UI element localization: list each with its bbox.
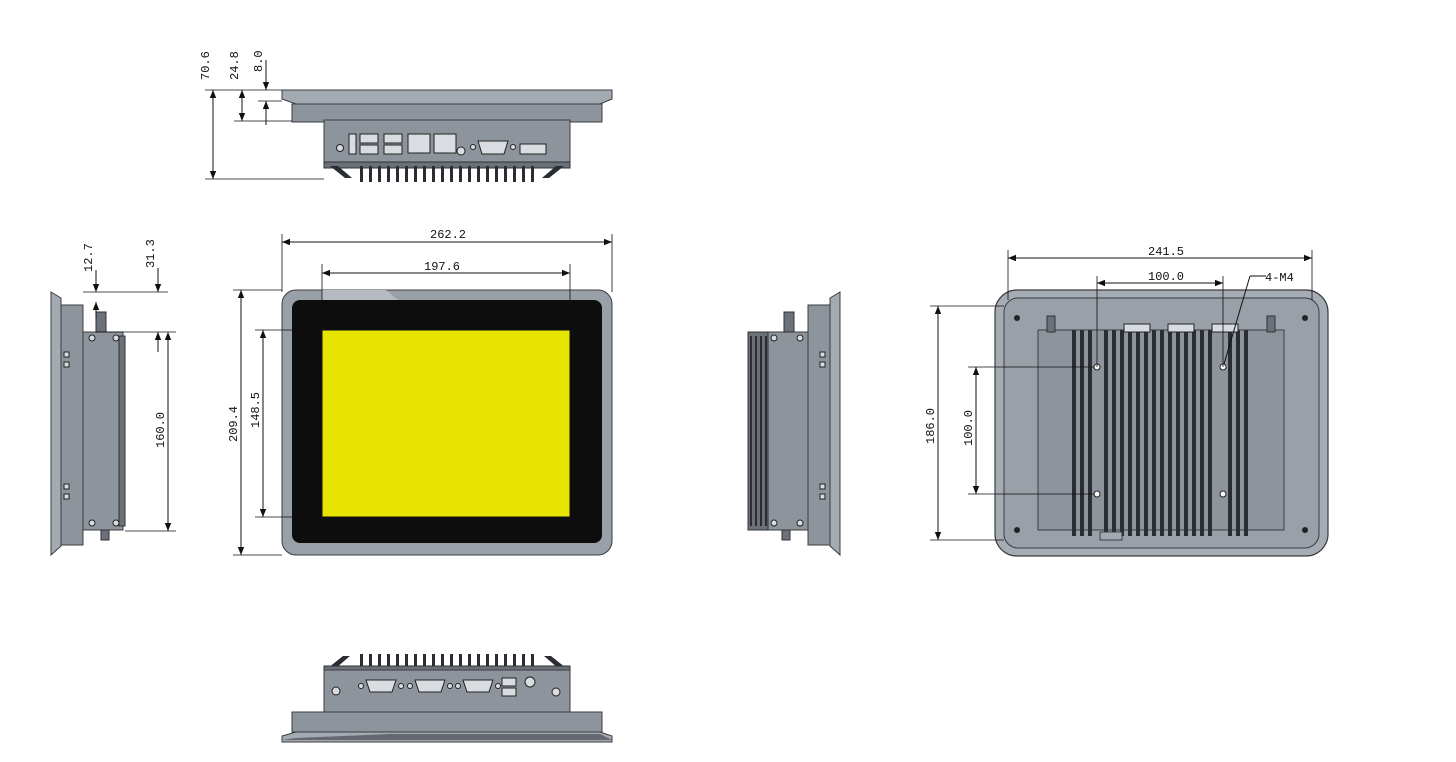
- mounting-hole-icon: [1302, 315, 1308, 321]
- dim-top-front: 8.0: [252, 50, 266, 72]
- left-side-view: 12.7 31.3 160.0: [50, 239, 176, 557]
- dim-left-top-offset: 12.7: [82, 243, 96, 272]
- right-side-fins: [750, 336, 767, 526]
- top-view: 70.6 24.8 8.0: [199, 50, 613, 182]
- rear-view: 241.5 100.0 4-M4 186.0 100.0: [924, 245, 1329, 557]
- dim-front-overall-width: 262.2: [430, 228, 466, 242]
- dim-rear-hole-spacing-y: 186.0: [924, 408, 938, 444]
- display-area: [321, 329, 571, 518]
- hdmi-port-icon: [348, 133, 357, 155]
- dim-rear-vesa-width: 100.0: [1148, 270, 1184, 284]
- screw-label: 4-M4: [1265, 271, 1294, 285]
- serial-port-icon: [414, 679, 446, 693]
- vesa-hole-icon: [1219, 490, 1227, 498]
- power-led-icon: [336, 144, 344, 152]
- dim-front-display-width: 197.6: [424, 260, 460, 274]
- lan-port-icon: [407, 133, 431, 154]
- usb-port-icon: [359, 133, 379, 144]
- top-io-ports: [336, 133, 547, 156]
- power-terminal-icon: [519, 143, 547, 155]
- bottom-heatsink-fins: [328, 654, 566, 668]
- mounting-hole-icon: [1014, 315, 1020, 321]
- serial-port-icon: [365, 679, 397, 693]
- dim-rear-hole-spacing-x: 241.5: [1148, 245, 1184, 259]
- usb-port-icon: [383, 133, 403, 144]
- power-button-icon: [524, 676, 536, 688]
- serial-port-icon: [462, 679, 494, 693]
- dim-rear-vesa-height: 100.0: [962, 410, 976, 446]
- antenna-icon: [783, 311, 795, 333]
- bottom-view: [281, 654, 613, 743]
- usb-port-icon: [501, 687, 517, 697]
- dim-top-total: 70.6: [199, 51, 213, 80]
- lan-port-icon: [433, 133, 457, 154]
- dim-left-depth: 31.3: [144, 239, 158, 268]
- front-view: 262.2 197.6 209.4 148.5: [227, 228, 613, 556]
- usb-port-icon: [359, 144, 379, 155]
- top-heatsink-fins: [330, 166, 564, 182]
- antenna-icon: [1046, 315, 1056, 333]
- antenna-icon: [1266, 315, 1276, 333]
- dim-front-overall-height: 209.4: [227, 406, 241, 442]
- reset-button-icon: [456, 146, 466, 156]
- vesa-hole-icon: [1093, 490, 1101, 498]
- bottom-io-ports: [331, 676, 561, 697]
- right-side-view: [747, 291, 841, 557]
- serial-port-icon: [477, 140, 509, 155]
- dim-left-height: 160.0: [154, 412, 168, 448]
- usb-port-icon: [383, 144, 403, 155]
- rear-heatsink-fins: [1072, 330, 1248, 536]
- usb-port-icon: [501, 677, 517, 687]
- antenna-icon: [95, 311, 107, 333]
- dim-top-mid: 24.8: [228, 51, 242, 80]
- mounting-hole-icon: [1014, 527, 1020, 533]
- dim-front-display-height: 148.5: [249, 392, 263, 428]
- mounting-hole-icon: [1302, 527, 1308, 533]
